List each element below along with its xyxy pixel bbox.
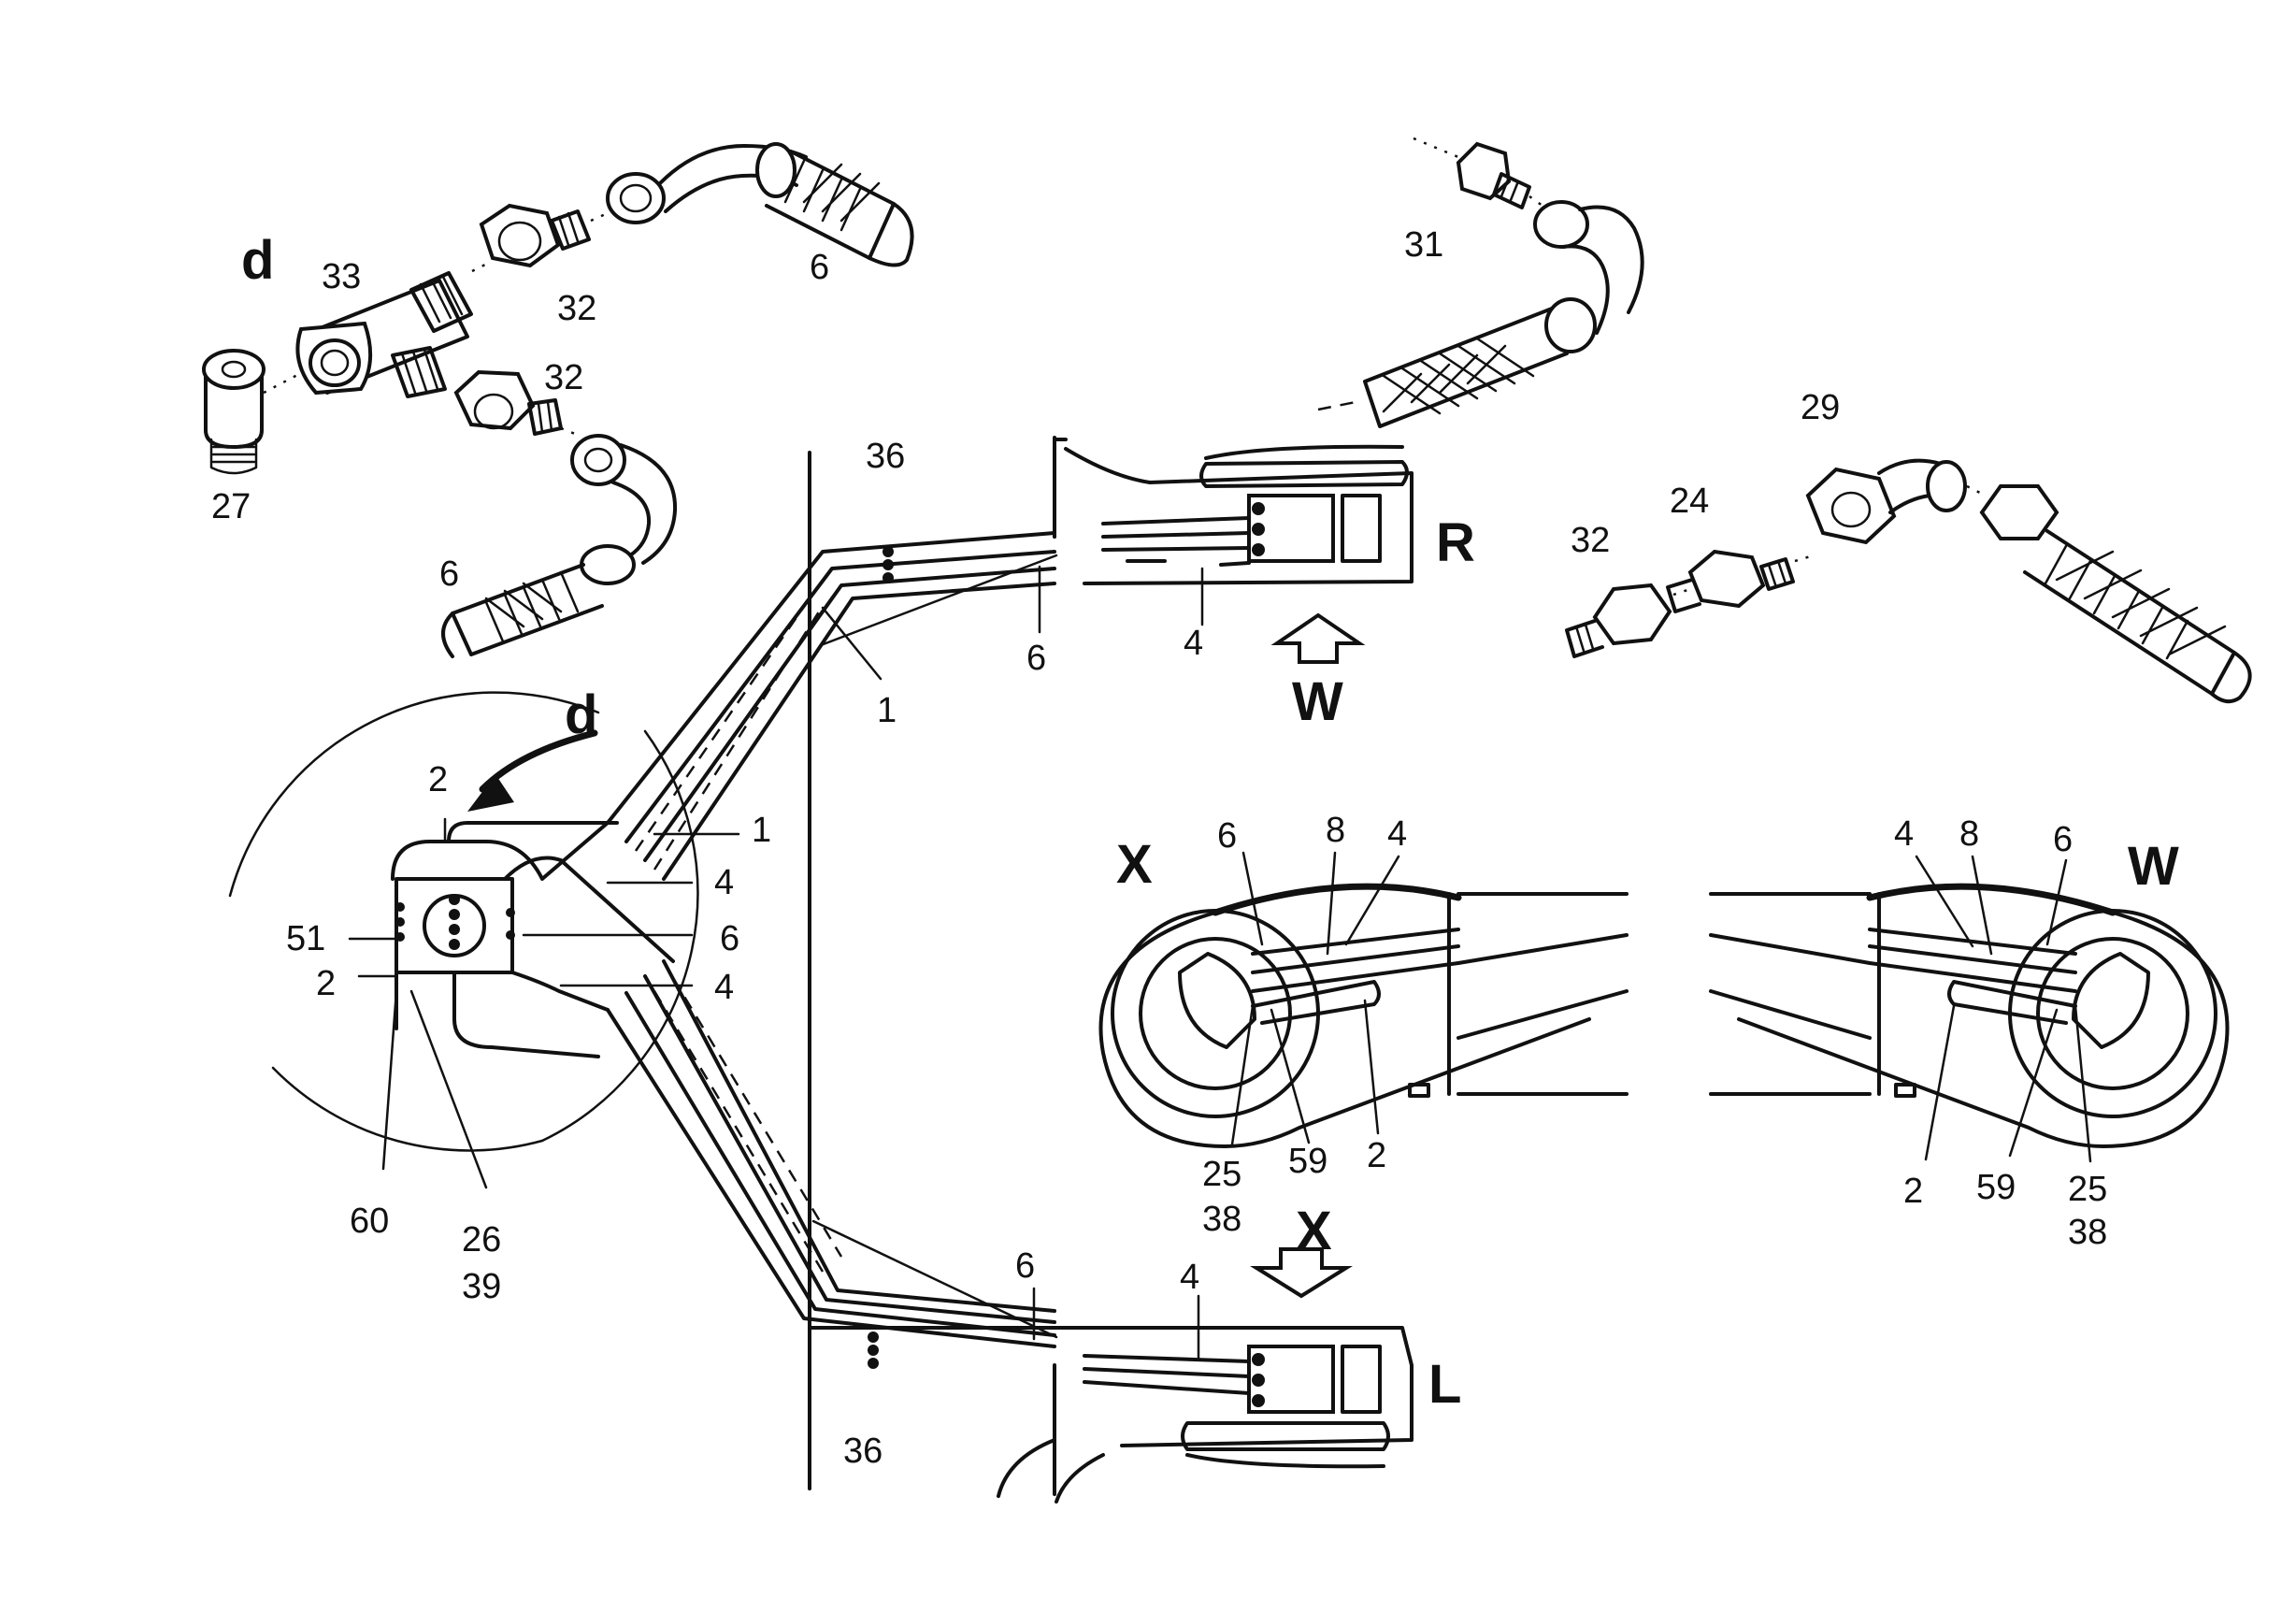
hose-31-assembly: 31 xyxy=(1317,137,1644,428)
part-29-label: 29 xyxy=(1801,388,1840,427)
part-2-label: 2 xyxy=(1903,1172,1923,1211)
fittings-32-24-29: 29 32 24 xyxy=(1565,388,2252,704)
part-2-label: 2 xyxy=(428,760,448,799)
part-32-label: 32 xyxy=(1571,521,1610,560)
view-w-arrow-label: W xyxy=(1292,671,1343,732)
view-x-label: X xyxy=(1116,834,1153,895)
part-25-label: 25 xyxy=(2068,1170,2107,1209)
part-1-label: 1 xyxy=(877,691,897,730)
part-6-label: 6 xyxy=(1015,1246,1035,1286)
part-60-label: 60 xyxy=(350,1202,389,1241)
part-39-label: 39 xyxy=(462,1267,501,1306)
part-6-label: 6 xyxy=(2053,820,2073,859)
view-d-label: d xyxy=(241,230,274,291)
part-4-label: 4 xyxy=(714,968,734,1007)
part-4-label: 4 xyxy=(1180,1258,1199,1297)
part-6-label: 6 xyxy=(439,554,459,594)
part-2-label: 2 xyxy=(316,964,336,1003)
part-8-label: 8 xyxy=(1959,814,1979,854)
detail-view-w: W 4 8 6 2 59 25 38 xyxy=(1709,814,2230,1252)
part-4-label: 4 xyxy=(1894,814,1914,854)
part-59-label: 59 xyxy=(1288,1142,1327,1181)
part-4-label: 4 xyxy=(1387,814,1407,854)
part-33-label: 33 xyxy=(322,257,361,296)
part-51-label: 51 xyxy=(286,919,325,958)
part-36-label: 36 xyxy=(866,437,905,476)
part-6-label: 6 xyxy=(810,248,829,287)
view-r-label: R xyxy=(1436,512,1475,573)
part-26-label: 26 xyxy=(462,1220,501,1259)
part-2-label: 2 xyxy=(1367,1136,1386,1175)
view-d-exploded-fittings: d 33 32 32 6 6 27 xyxy=(202,142,914,658)
part-32-label: 32 xyxy=(544,358,583,397)
view-w-label: W xyxy=(2128,836,2179,897)
part-27-label: 27 xyxy=(211,487,251,526)
part-1-label: 1 xyxy=(752,811,771,850)
part-8-label: 8 xyxy=(1326,811,1345,850)
part-38-label: 38 xyxy=(2068,1213,2107,1252)
main-line-routing: R L W X d 36 1 6 4 2 1 4 6 4 51 2 60 26 … xyxy=(228,436,1475,1504)
view-d-arrow-label: d xyxy=(565,684,597,745)
part-4-label: 4 xyxy=(714,863,734,902)
detail-view-x: X 6 8 4 25 38 59 2 xyxy=(1098,811,1629,1239)
part-59-label: 59 xyxy=(1976,1168,2016,1207)
part-24-label: 24 xyxy=(1670,482,1709,521)
view-x-arrow-label: X xyxy=(1296,1201,1332,1261)
part-6-label: 6 xyxy=(1217,816,1237,856)
part-4-label: 4 xyxy=(1184,624,1203,663)
part-31-label: 31 xyxy=(1404,225,1443,265)
part-36-label: 36 xyxy=(843,1432,883,1471)
view-l-label: L xyxy=(1428,1354,1461,1415)
part-38-label: 38 xyxy=(1202,1200,1241,1239)
part-6-label: 6 xyxy=(720,919,739,958)
part-25-label: 25 xyxy=(1202,1155,1241,1194)
part-6-label: 6 xyxy=(1026,639,1046,678)
part-32-label: 32 xyxy=(557,289,596,328)
